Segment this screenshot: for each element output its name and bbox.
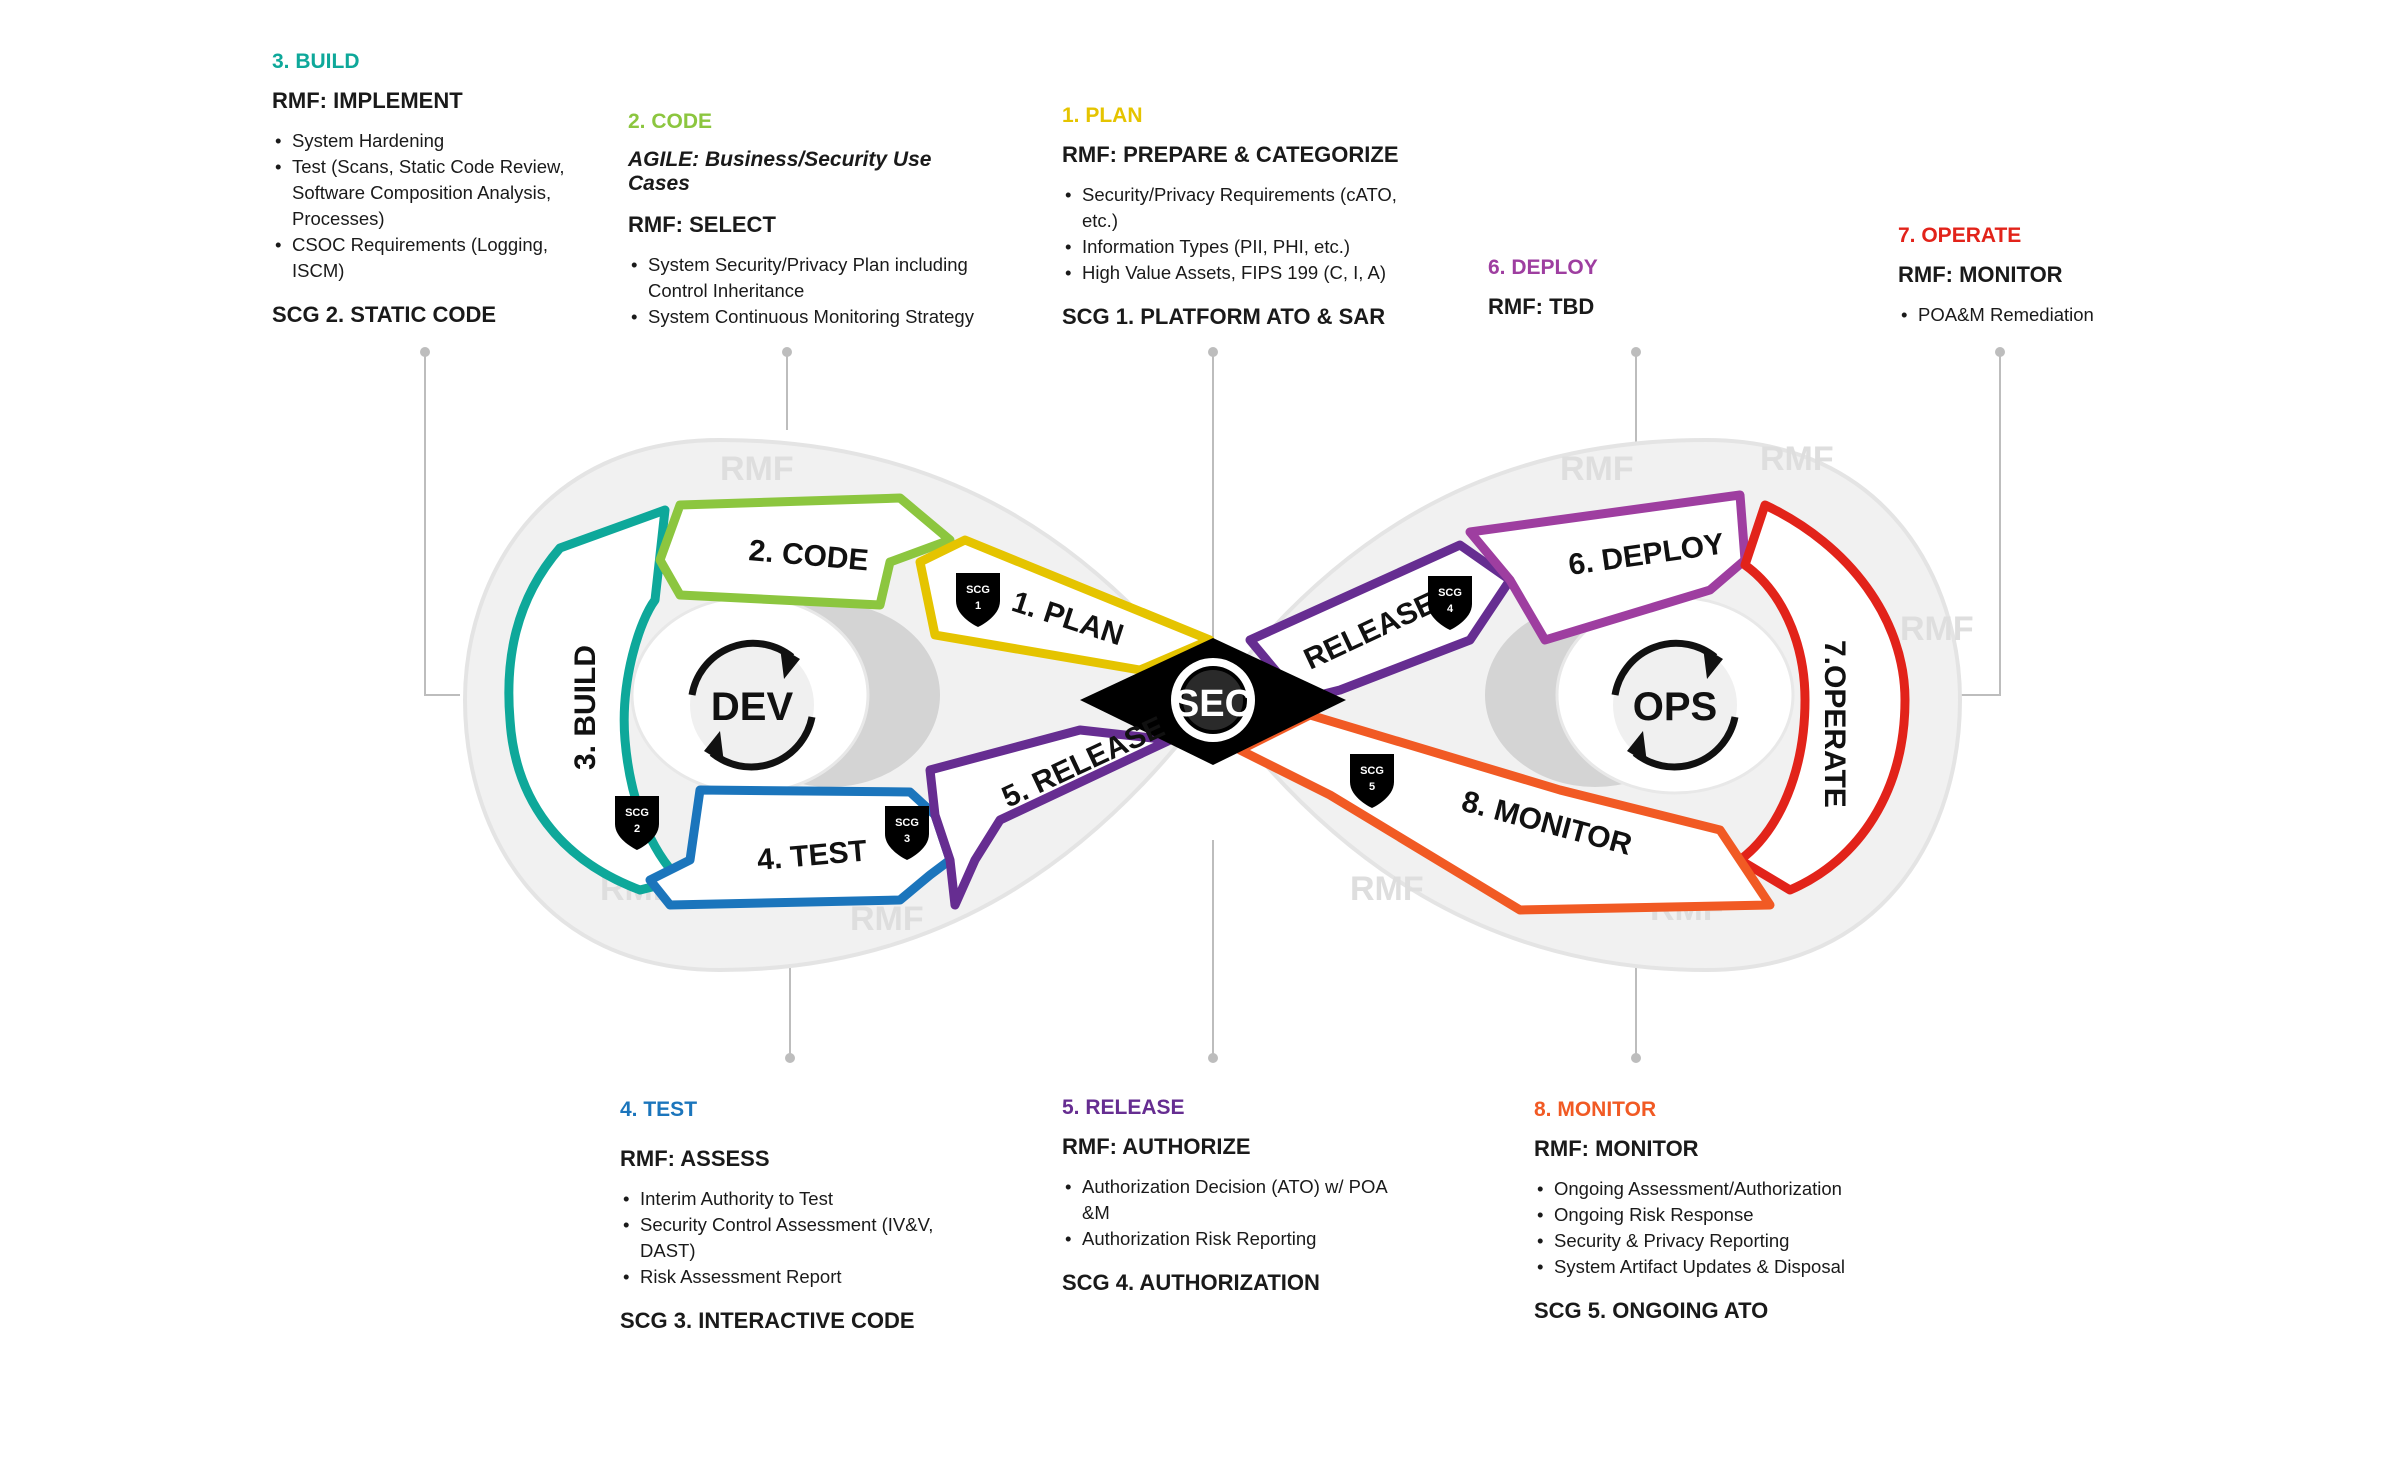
svg-text:3: 3: [904, 833, 910, 845]
svg-text:5: 5: [1369, 781, 1375, 793]
stage-build-scg: SCG 2. STATIC CODE: [272, 302, 497, 327]
svg-text:1: 1: [975, 600, 981, 612]
stage-build-title: 3. BUILD: [272, 50, 360, 73]
stage-build-bullets: System Hardening Test (Scans, Static Cod…: [272, 128, 592, 284]
stage-monitor-block: 8. MONITOR RMF: MONITOR Ongoing Assessme…: [1534, 1098, 1914, 1324]
segment-plan: [915, 535, 1215, 675]
bullet: Risk Assessment Report: [620, 1264, 960, 1290]
segment-code: [655, 493, 955, 610]
stage-deploy-title: 6. DEPLOY: [1488, 256, 1598, 279]
bullet: System Continuous Monitoring Strategy: [628, 304, 988, 330]
stage-code-bullets: System Security/Privacy Plan including C…: [628, 252, 988, 330]
leader-line-operate: [1960, 352, 2001, 696]
dev-label: DEV: [711, 685, 794, 729]
stage-build-rmf: RMF: IMPLEMENT: [272, 88, 463, 113]
stage-operate-block: 7. OPERATE RMF: MONITOR POA&M Remediatio…: [1898, 224, 2158, 346]
svg-text:2: 2: [634, 823, 640, 835]
stage-test-scg: SCG 3. INTERACTIVE CODE: [620, 1308, 915, 1333]
bullet: System Artifact Updates & Disposal: [1534, 1254, 1914, 1280]
stage-operate-title: 7. OPERATE: [1898, 224, 2022, 247]
bullet: POA&M Remediation: [1898, 302, 2158, 328]
svg-text:RMF: RMF: [1900, 610, 1974, 648]
segment-label-operate: 7.OPERATE: [1818, 640, 1851, 808]
stage-code-block: 2. CODE AGILE: Business/Security Use Cas…: [628, 110, 988, 348]
svg-text:SCG: SCG: [895, 817, 919, 829]
segment-release-lower: [925, 725, 1175, 910]
gear-icon: [1171, 658, 1255, 742]
stage-code-agile: AGILE: Business/Security Use Cases: [628, 148, 932, 195]
segment-deploy: [1465, 490, 1750, 645]
scg-badge-1: SCG 1: [956, 573, 1000, 627]
segment-build: [504, 505, 685, 895]
bullet: System Security/Privacy Plan including C…: [628, 252, 988, 304]
stage-monitor-title: 8. MONITOR: [1534, 1098, 1657, 1121]
ops-cycle-icon: [1611, 639, 1739, 771]
svg-text:RMF: RMF: [1760, 440, 1834, 478]
stage-deploy-rmf: RMF: TBD: [1488, 294, 1595, 319]
stage-operate-bullets: POA&M Remediation: [1898, 302, 2158, 328]
bullet: Security & Privacy Reporting: [1534, 1228, 1914, 1254]
stage-deploy-block: 6. DEPLOY RMF: TBD: [1488, 256, 1748, 334]
stage-code-rmf: RMF: SELECT: [628, 212, 776, 237]
stage-release-bullets: Authorization Decision (ATO) w/ POA &M A…: [1062, 1174, 1402, 1252]
segment-operate: [1735, 500, 1910, 895]
bullet: Authorization Risk Reporting: [1062, 1226, 1402, 1252]
stage-plan-block: 1. PLAN RMF: PREPARE & CATEGORIZE Securi…: [1062, 104, 1402, 330]
stage-build-block: 3. BUILD RMF: IMPLEMENT System Hardening…: [272, 50, 592, 328]
stage-plan-bullets: Security/Privacy Requirements (cATO, etc…: [1062, 182, 1402, 286]
svg-text:RMF: RMF: [1350, 870, 1424, 908]
stage-plan-rmf: RMF: PREPARE & CATEGORIZE: [1062, 142, 1399, 167]
stage-plan-scg: SCG 1. PLATFORM ATO & SAR: [1062, 304, 1386, 329]
scg-badge-5: SCG 5: [1350, 754, 1394, 808]
stage-monitor-rmf: RMF: MONITOR: [1534, 1136, 1699, 1161]
stage-monitor-scg: SCG 5. ONGOING ATO: [1534, 1298, 1769, 1323]
bullet: CSOC Requirements (Logging, ISCM): [272, 232, 592, 284]
dev-cycle-icon: [688, 639, 816, 771]
leader-line-build: [424, 352, 460, 696]
bullet: Ongoing Assessment/Authorization: [1534, 1176, 1914, 1202]
stage-test-block: 4. TEST RMF: ASSESS Interim Authority to…: [620, 1098, 960, 1334]
bullet: Ongoing Risk Response: [1534, 1202, 1914, 1228]
stage-plan-title: 1. PLAN: [1062, 104, 1143, 127]
stage-release-scg: SCG 4. AUTHORIZATION: [1062, 1270, 1320, 1295]
bullet: Interim Authority to Test: [620, 1186, 960, 1212]
stage-release-block: 5. RELEASE RMF: AUTHORIZE Authorization …: [1062, 1096, 1402, 1296]
svg-text:RMF: RMF: [850, 900, 924, 938]
stage-release-rmf: RMF: AUTHORIZE: [1062, 1134, 1251, 1159]
ops-label: OPS: [1633, 685, 1717, 729]
svg-text:SCG: SCG: [966, 584, 990, 596]
sec-label: SEC: [1174, 683, 1252, 725]
scg-badge-2: SCG 2: [615, 796, 659, 850]
bullet: Authorization Decision (ATO) w/ POA &M: [1062, 1174, 1402, 1226]
svg-text:RMF: RMF: [1560, 450, 1634, 488]
stage-operate-rmf: RMF: MONITOR: [1898, 262, 2063, 287]
stage-test-rmf: RMF: ASSESS: [620, 1146, 770, 1171]
stage-code-title: 2. CODE: [628, 110, 713, 133]
scg-badge-4: SCG 4: [1428, 576, 1472, 630]
svg-text:4: 4: [1447, 603, 1454, 615]
svg-text:SCG: SCG: [1360, 765, 1384, 777]
bullet: High Value Assets, FIPS 199 (C, I, A): [1062, 260, 1402, 286]
bullet: Information Types (PII, PHI, etc.): [1062, 234, 1402, 260]
segment-label-build: 3. BUILD: [569, 645, 602, 770]
bullet: System Hardening: [272, 128, 592, 154]
bullet: Test (Scans, Static Code Review, Softwar…: [272, 154, 592, 232]
svg-text:SCG: SCG: [625, 807, 649, 819]
stage-release-title: 5. RELEASE: [1062, 1096, 1185, 1119]
stage-monitor-bullets: Ongoing Assessment/Authorization Ongoing…: [1534, 1176, 1914, 1280]
bullet: Security/Privacy Requirements (cATO, etc…: [1062, 182, 1402, 234]
segment-test: [645, 785, 955, 910]
scg-badge-3: SCG 3: [885, 806, 929, 860]
stage-test-bullets: Interim Authority to Test Security Contr…: [620, 1186, 960, 1290]
svg-text:SCG: SCG: [1438, 587, 1462, 599]
bullet: Security Control Assessment (IV&V, DAST): [620, 1212, 960, 1264]
svg-text:RMF: RMF: [720, 450, 794, 488]
stage-test-title: 4. TEST: [620, 1098, 698, 1121]
